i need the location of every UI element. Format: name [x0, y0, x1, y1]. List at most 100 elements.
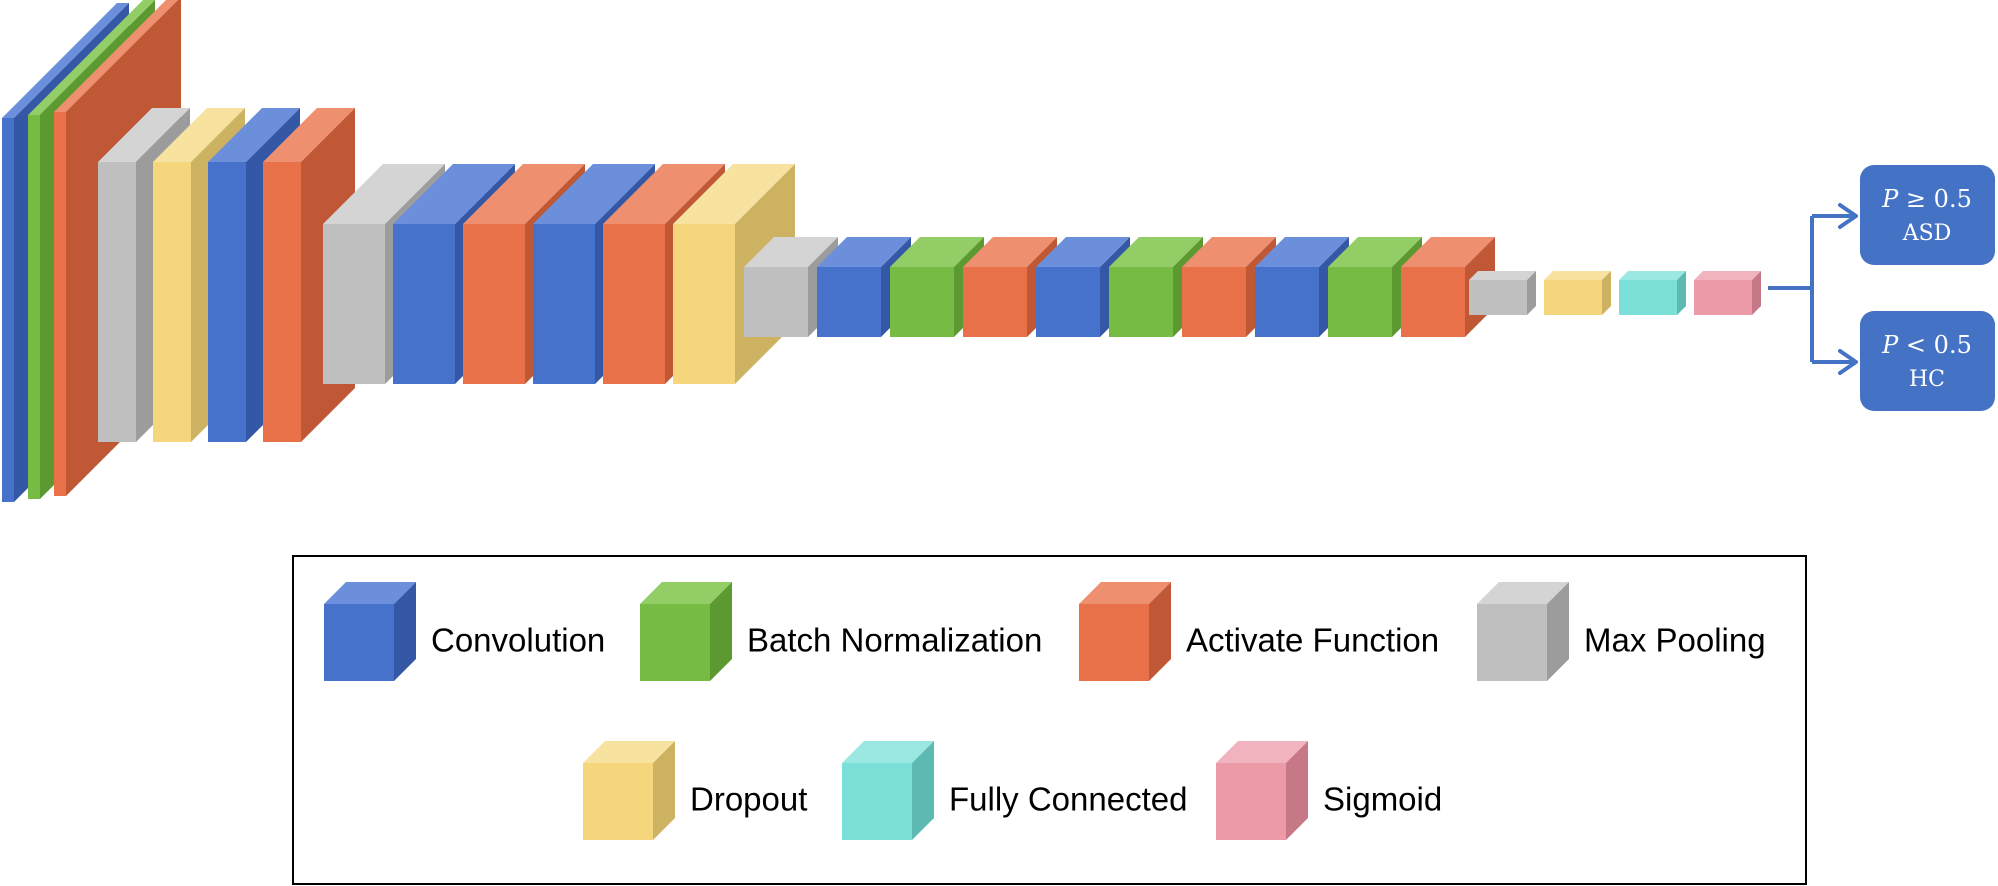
network-stage-5: [1469, 271, 1761, 315]
layer-act-s4-10-top-face: [1401, 237, 1495, 267]
output-label: ASD: [1902, 221, 1952, 246]
legend-label-conv: Convolution: [431, 622, 605, 659]
arrowhead-hc-icon: [1838, 349, 1858, 375]
layer-conv-s4-8-front-face: [1255, 267, 1319, 337]
layer-act-s3-3-top-face: [463, 164, 585, 224]
layer-drop-s2-2-top-face: [153, 108, 245, 162]
legend-act-icon-front-face: [1079, 604, 1149, 681]
layer-conv-s4-5-top-face: [1036, 237, 1130, 267]
legend-label-sig: Sigmoid: [1323, 781, 1442, 818]
legend-sig-icon-side-face: [1286, 741, 1308, 840]
output-connectors: [1768, 203, 1858, 375]
layer-act-s2-4-top-face: [263, 108, 355, 162]
legend-sig-icon-top-face: [1216, 741, 1308, 763]
legend-label-act: Activate Function: [1186, 622, 1439, 659]
layer-conv-s1-1-front-face: [2, 118, 14, 502]
legend-bn-icon-side-face: [710, 582, 732, 681]
layer-act-s4-7-top-face: [1182, 237, 1276, 267]
layer-sig-s5-4-top-face: [1694, 271, 1761, 280]
layer-fc-s5-3: [1619, 271, 1686, 315]
legend-label-fc: Fully Connected: [949, 781, 1187, 818]
network-stage-2: [98, 108, 355, 442]
layer-pool-s2-1-top-face: [98, 108, 190, 162]
network-stage-3: [323, 164, 795, 384]
legend-bn-icon-front-face: [640, 604, 710, 681]
legend-pool-icon-top-face: [1477, 582, 1569, 604]
layer-conv-s3-4-top-face: [533, 164, 655, 224]
layer-drop-s3-6-front-face: [673, 224, 735, 384]
layer-bn-s4-9-front-face: [1328, 267, 1392, 337]
network-layers: [2, 0, 1761, 502]
legend-drop-icon-front-face: [583, 763, 653, 840]
legend-conv-icon-side-face: [394, 582, 416, 681]
legend-pool-icon: [1477, 582, 1569, 681]
layer-act-s4-4-top-face: [963, 237, 1057, 267]
legend-pool-icon-side-face: [1547, 582, 1569, 681]
legend-act-icon-top-face: [1079, 582, 1171, 604]
layer-act-s3-5-front-face: [603, 224, 665, 384]
layer-act-s4-10-front-face: [1401, 267, 1465, 337]
layer-pool-s5-1-side-face: [1527, 271, 1536, 315]
layer-pool-s2-1-front-face: [98, 162, 136, 442]
layer-pool-s5-1-top-face: [1469, 271, 1536, 280]
layer-pool-s5-1-front-face: [1469, 280, 1527, 315]
layer-sig-s5-4-front-face: [1694, 280, 1752, 315]
layer-act-s4-7-front-face: [1182, 267, 1246, 337]
layer-drop-s2-2-front-face: [153, 162, 191, 442]
legend-sig-icon-front-face: [1216, 763, 1286, 840]
layer-conv-s4-5-front-face: [1036, 267, 1100, 337]
layer-conv-s4-8-top-face: [1255, 237, 1349, 267]
legend-drop-icon: [583, 741, 675, 840]
legend-frame: [292, 555, 1807, 885]
layer-bn-s4-6-front-face: [1109, 267, 1173, 337]
output-condition: P < 0.5: [1881, 331, 1972, 359]
network-stage-4: [744, 237, 1495, 337]
legend-item-bn: Batch Normalization: [640, 582, 1042, 681]
legend-label-bn: Batch Normalization: [747, 622, 1042, 659]
layer-conv-s4-2-top-face: [817, 237, 911, 267]
layer-conv-s2-3-top-face: [208, 108, 300, 162]
layer-bn-s1-2-front-face: [28, 115, 40, 499]
layer-act-s3-5-top-face: [603, 164, 725, 224]
legend-bn-icon: [640, 582, 732, 681]
legend-drop-icon-top-face: [583, 741, 675, 763]
legend-fc-icon-front-face: [842, 763, 912, 840]
layer-drop-s5-2-front-face: [1544, 280, 1602, 315]
layer-drop-s5-2: [1544, 271, 1611, 315]
layer-drop-s5-2-side-face: [1602, 271, 1611, 315]
layer-fc-s5-3-front-face: [1619, 280, 1677, 315]
output-condition: P ≥ 0.5: [1881, 185, 1972, 213]
layer-conv-s2-3-front-face: [208, 162, 246, 442]
legend: Convolution Batch Normalization Activate F…: [292, 555, 1807, 885]
legend-conv-icon-front-face: [324, 604, 394, 681]
legend-fc-icon-top-face: [842, 741, 934, 763]
legend-bn-icon-top-face: [640, 582, 732, 604]
legend-act-icon: [1079, 582, 1171, 681]
layer-act-s3-3-front-face: [463, 224, 525, 384]
output-box-bg: [1860, 311, 1995, 411]
layer-conv-s3-2-front-face: [393, 224, 455, 384]
output-box-bg: [1860, 165, 1995, 265]
output-label: HC: [1909, 367, 1945, 392]
layer-bn-s4-3-front-face: [890, 267, 954, 337]
layer-pool-s3-1-top-face: [323, 164, 445, 224]
legend-item-fc: Fully Connected: [842, 741, 1187, 840]
layer-act-s2-4-front-face: [263, 162, 301, 442]
layer-pool-s4-1-top-face: [744, 237, 838, 267]
layer-conv-s1-1-top-face: [2, 3, 129, 118]
legend-conv-icon-top-face: [324, 582, 416, 604]
layer-act-s1-3-front-face: [54, 112, 66, 496]
legend-label-drop: Dropout: [690, 781, 807, 818]
layer-pool-s5-1: [1469, 271, 1536, 315]
legend-item-act: Activate Function: [1079, 582, 1439, 681]
layer-act-s4-4-front-face: [963, 267, 1027, 337]
layer-sig-s5-4-side-face: [1752, 271, 1761, 315]
legend-sig-icon: [1216, 741, 1308, 840]
layer-pool-s3-1-front-face: [323, 224, 385, 384]
output-box-hc: P < 0.5HC: [1860, 311, 1995, 411]
legend-item-pool: Max Pooling: [1477, 582, 1766, 681]
legend-fc-icon-side-face: [912, 741, 934, 840]
